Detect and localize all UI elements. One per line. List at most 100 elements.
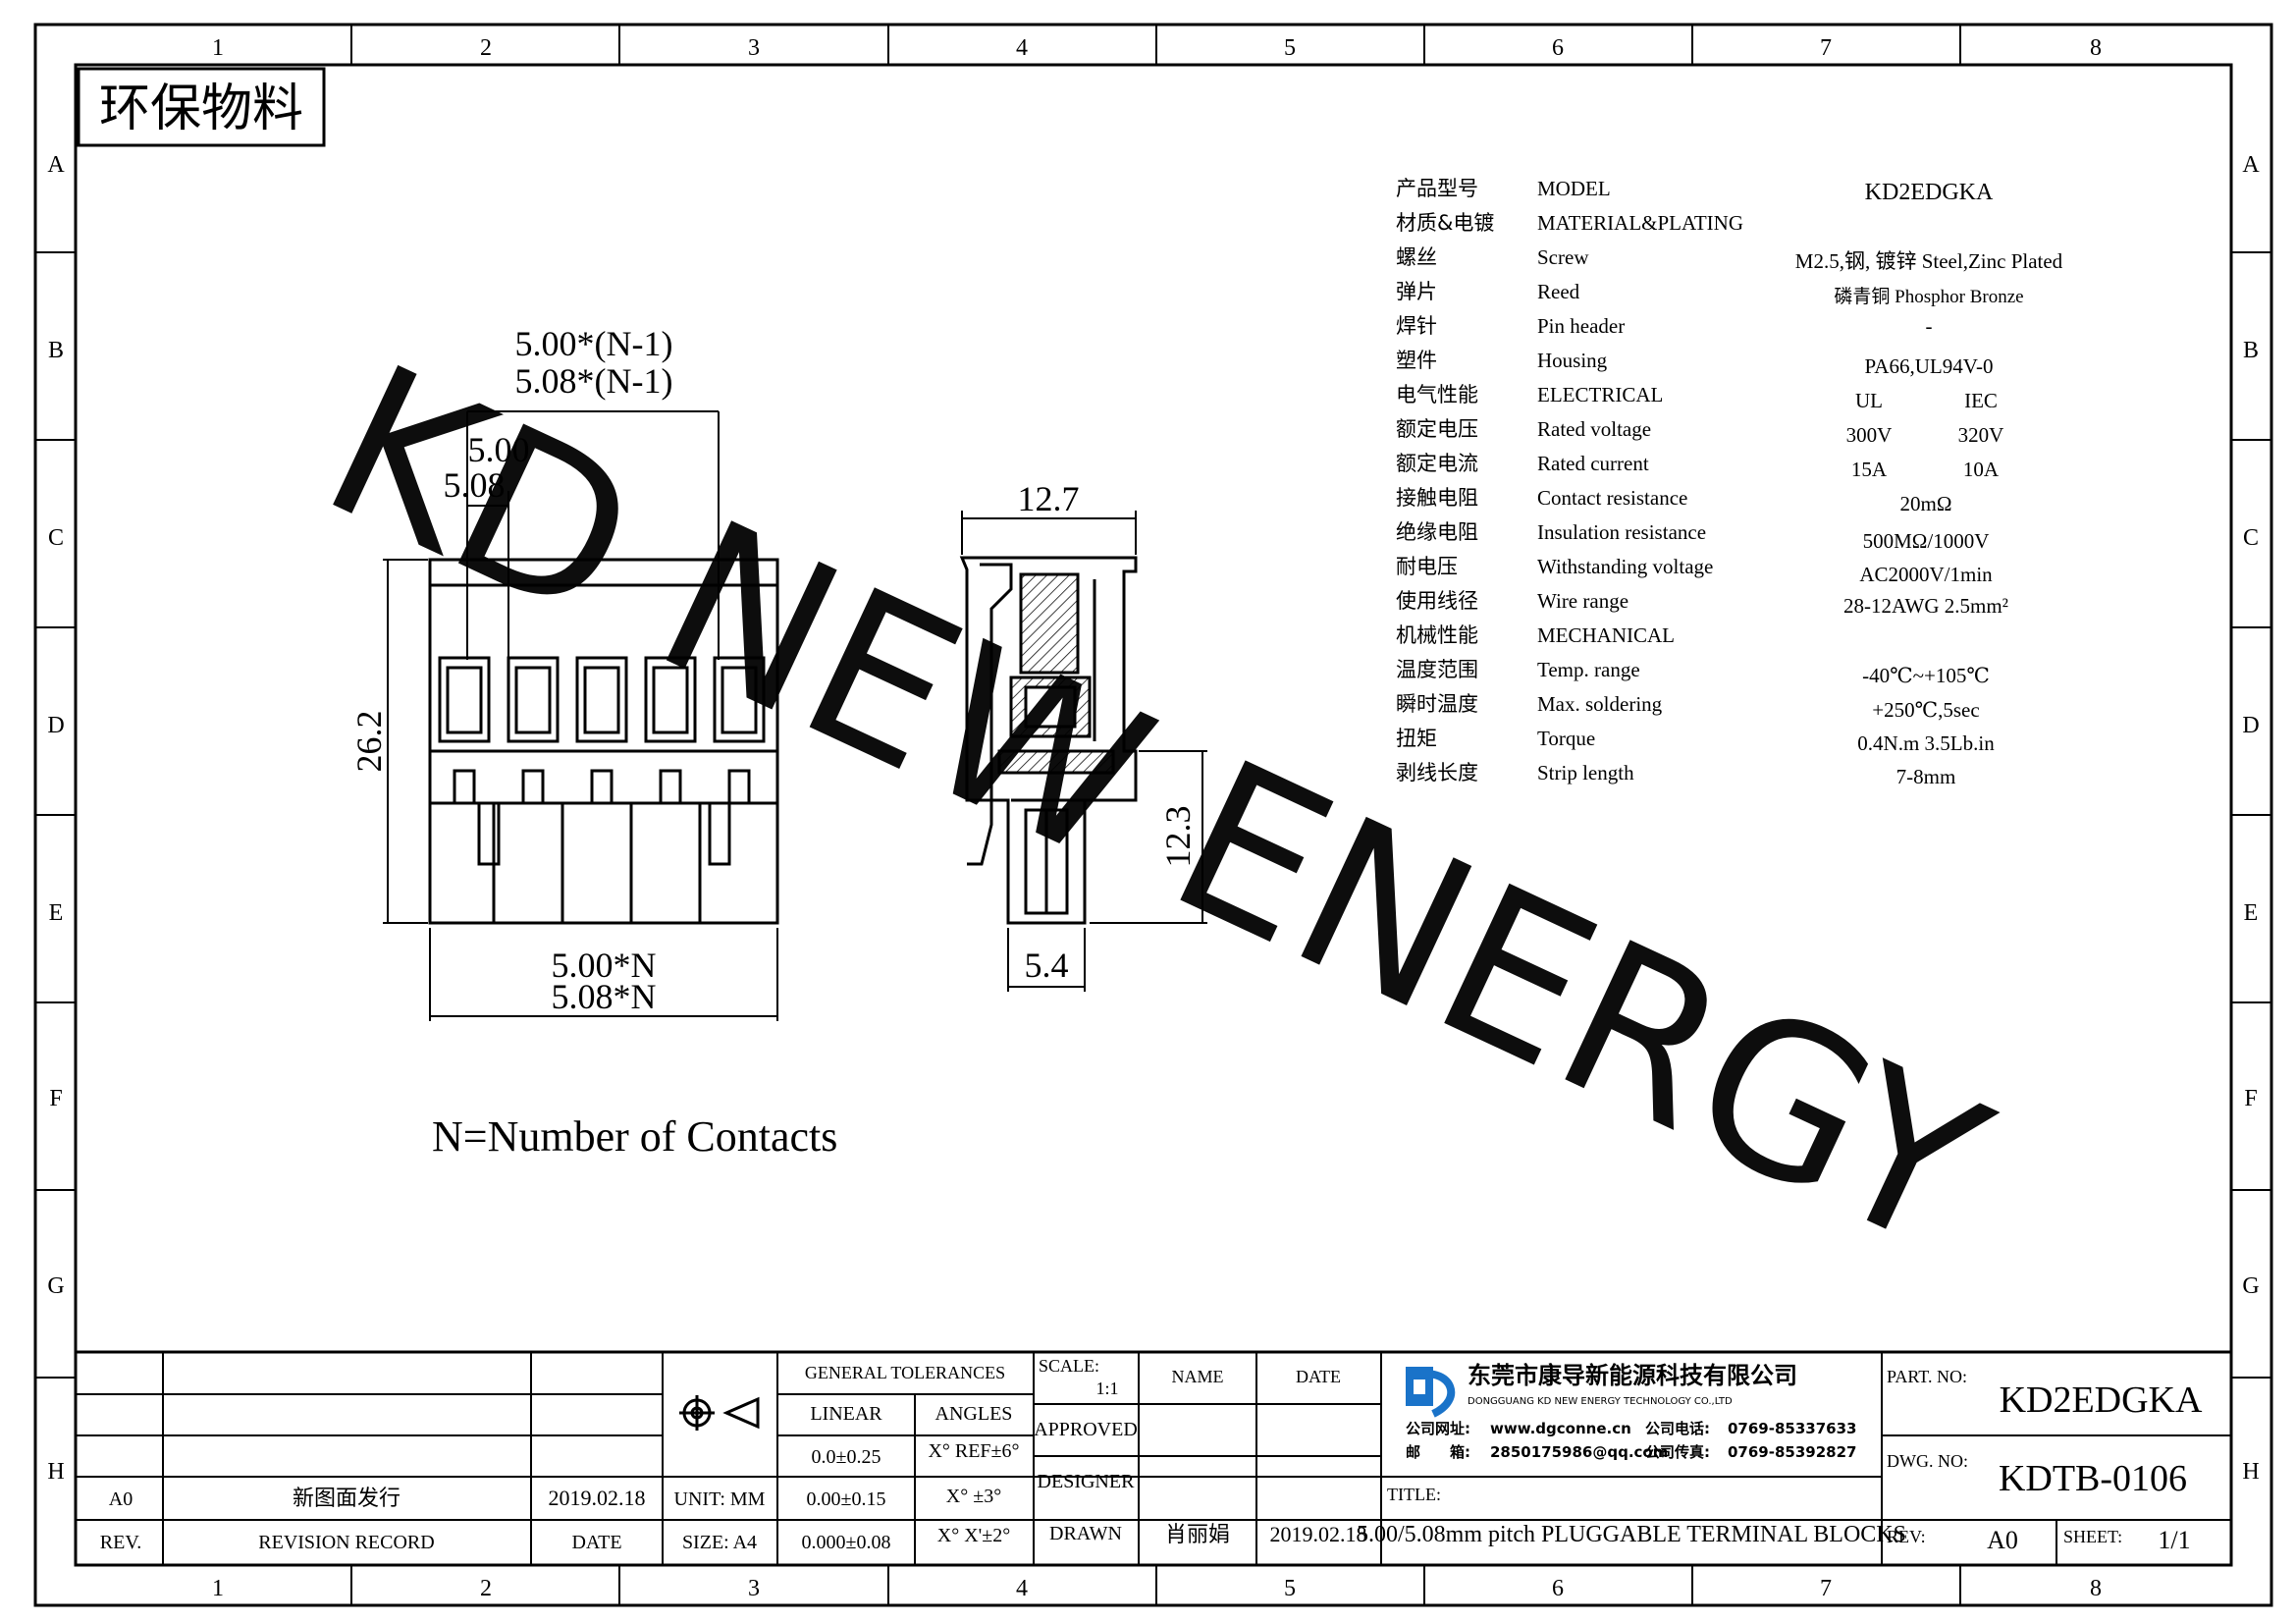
col-label-bottom-6: 6: [1552, 1576, 1564, 1601]
spec-val-11: AC2000V/1min: [1859, 563, 1993, 586]
spec-cn-13: 机械性能: [1396, 623, 1478, 647]
col-label-top-7: 7: [1820, 35, 1832, 61]
spec-val-3: 磷青铜 Phosphor Bronze: [1834, 286, 2023, 307]
rev-field: A0: [1987, 1526, 2018, 1554]
col-label-top-4: 4: [1016, 35, 1028, 61]
spec-table: 产品型号 MODEL KD2EDGKA 材质&电镀 MATERIAL&PLATI…: [1396, 177, 2063, 788]
spec-cn-10: 绝缘电阻: [1396, 520, 1478, 544]
dim-total-a: 5.00*N: [552, 946, 657, 985]
tol-angle-3: X° X'±2°: [937, 1525, 1010, 1546]
spec-cn-9: 接触电阻: [1396, 486, 1478, 510]
tol-angle-1: X° REF±6°: [928, 1440, 1019, 1462]
linear-label: LINEAR: [810, 1403, 882, 1425]
tol-linear-1: 0.0±0.25: [812, 1446, 881, 1468]
general-tolerances: GENERAL TOLERANCES: [805, 1363, 1005, 1382]
dim-pitch-n1-b: 5.08*(N-1): [515, 361, 673, 401]
tol-angle-2: X° ±3°: [946, 1486, 1001, 1507]
col-label-top-8: 8: [2090, 35, 2102, 61]
part-no: KD2EDGKA: [2000, 1380, 2203, 1421]
title-block-grid: [74, 1350, 2233, 1567]
spec-en-4: Pin header: [1537, 314, 1625, 338]
spec-cn-12: 使用线径: [1396, 589, 1478, 613]
col-label-top-3: 3: [748, 35, 760, 61]
spec-ul-6: UL: [1855, 389, 1883, 412]
spec-val-2: M2.5,钢, 镀锌 Steel,Zinc Plated: [1795, 249, 2063, 273]
company-fax: 0769-85392827: [1728, 1443, 1856, 1461]
spec-val-9: 20mΩ: [1900, 492, 1952, 515]
row-label-left-f: F: [49, 1086, 62, 1111]
spec-cn-7: 额定电压: [1396, 417, 1478, 441]
row-label-right-f: F: [2244, 1086, 2257, 1111]
front-openings: [438, 656, 766, 743]
spec-en-14: Temp. range: [1537, 658, 1640, 681]
dim-pitch-b: 5.08: [444, 465, 506, 505]
company-phone: 0769-85337633: [1728, 1420, 1856, 1437]
spec-en-15: Max. soldering: [1537, 692, 1663, 716]
row-label-left-c: C: [48, 525, 64, 551]
dim-pitch-n1-a: 5.00*(N-1): [515, 324, 673, 363]
spec-val-4: -: [1926, 314, 1933, 338]
front-view: [428, 558, 779, 925]
col-label-top-2: 2: [480, 35, 492, 61]
side-dim-lines: [961, 511, 1207, 992]
dim-side-height: 12.3: [1158, 806, 1198, 868]
rev-a0: A0: [109, 1488, 133, 1510]
company-logo: [1406, 1367, 1456, 1418]
spec-iec-8: 10A: [1963, 458, 2000, 481]
dwg-no: KDTB-0106: [1999, 1458, 2187, 1499]
title-label: TITLE:: [1387, 1485, 1441, 1504]
col-label-top-5: 5: [1284, 35, 1296, 61]
rev-field-label: REV:: [1887, 1527, 1926, 1546]
spec-val-16: 0.4N.m 3.5Lb.in: [1857, 731, 1995, 755]
drawn-label: DRAWN: [1049, 1523, 1122, 1544]
rev-date: 2019.02.18: [549, 1486, 646, 1510]
title-block-text: A0 新图面发行 2019.02.18 REV. REVISION RECORD…: [100, 1356, 2203, 1554]
row-label-right-g: G: [2242, 1273, 2259, 1299]
spec-en-16: Torque: [1537, 727, 1595, 750]
company-mail: 2850175986@qq.com: [1490, 1443, 1668, 1461]
date-col-label: DATE: [1296, 1367, 1341, 1386]
spec-ul-7: 300V: [1846, 423, 1893, 447]
front-dim-lines: [383, 410, 778, 1021]
spec-cn-6: 电气性能: [1396, 383, 1478, 406]
spec-cn-4: 焊针: [1396, 314, 1437, 338]
row-label-right-c: C: [2243, 525, 2259, 551]
spec-en-9: Contact resistance: [1537, 486, 1687, 510]
rev-label: REV.: [100, 1532, 141, 1553]
approved-label: APPROVED: [1034, 1419, 1138, 1440]
company-info: 东莞市康导新能源科技有限公司 DONGGUANG KD NEW ENERGY T…: [1406, 1362, 1856, 1461]
spec-cn-15: 瞬时温度: [1396, 692, 1478, 716]
angles-label: ANGLES: [935, 1403, 1013, 1425]
col-label-bottom-5: 5: [1284, 1576, 1296, 1601]
tol-linear-2: 0.00±0.15: [807, 1488, 886, 1510]
spec-ul-8: 15A: [1851, 458, 1888, 481]
row-label-right-e: E: [2244, 900, 2259, 926]
env-stamp-box: [77, 67, 326, 147]
row-label-left-d: D: [47, 713, 64, 738]
dwg-no-label: DWG. NO:: [1887, 1451, 1968, 1471]
spec-cn-16: 扭矩: [1396, 727, 1437, 750]
spec-en-6: ELECTRICAL: [1537, 383, 1663, 406]
projection-symbol: [679, 1395, 760, 1431]
company-name-en: DONGGUANG KD NEW ENERGY TECHNOLOGY CO.,L…: [1468, 1396, 1733, 1407]
spec-val-14: -40℃~+105℃: [1862, 664, 1990, 687]
spec-cn-1: 材质&电镀: [1396, 211, 1494, 235]
revision-record-label: REVISION RECORD: [258, 1532, 434, 1553]
spec-val-10: 500MΩ/1000V: [1863, 529, 1990, 553]
spec-val-15: +250℃,5sec: [1872, 698, 1979, 722]
front-pins: [453, 769, 751, 923]
spec-en-12: Wire range: [1537, 589, 1629, 613]
mail-label: 邮 箱:: [1406, 1443, 1470, 1461]
spec-en-8: Rated current: [1537, 452, 1649, 475]
spec-val-0: KD2EDGKA: [1865, 180, 1994, 205]
spec-cn-0: 产品型号: [1396, 177, 1478, 200]
drawing-title: 5.00/5.08mm pitch PLUGGABLE TERMINAL BLO…: [1357, 1522, 1906, 1547]
row-label-left-e: E: [49, 900, 64, 926]
dim-height: 26.2: [349, 711, 389, 773]
row-label-left-b: B: [48, 338, 64, 363]
dim-side-width: 12.7: [1018, 479, 1080, 518]
row-label-right-d: D: [2242, 713, 2259, 738]
spec-cn-8: 额定电流: [1396, 452, 1478, 475]
company-web: www.dgconne.cn: [1490, 1420, 1631, 1437]
